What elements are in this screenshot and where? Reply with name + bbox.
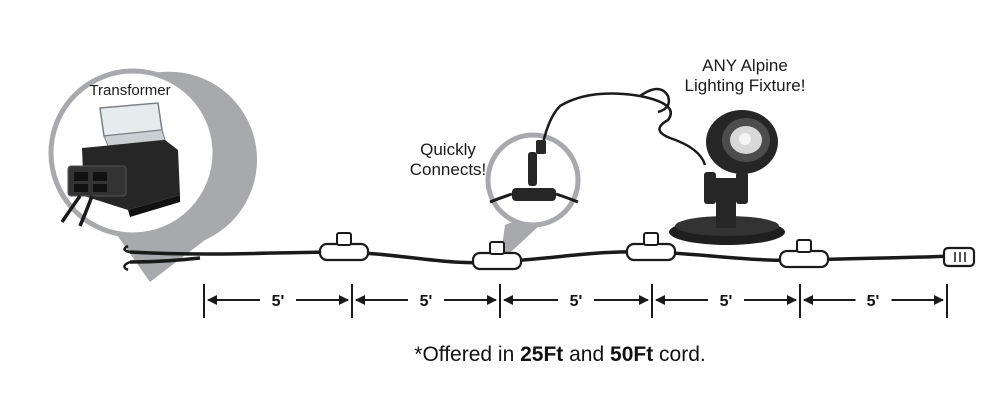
fixture-label-line1: ANY Alpine [702, 56, 788, 75]
arrowhead-left [503, 295, 513, 305]
connector-callout [485, 132, 581, 262]
connector-3 [625, 232, 677, 262]
transformer-icon [60, 102, 180, 227]
quick-connect-line2: Connects! [409, 159, 487, 179]
footnote-length-50: 50Ft [610, 343, 654, 366]
spotlight-icon [669, 110, 785, 245]
arrowhead-left [655, 295, 665, 305]
arrowhead-left [207, 295, 217, 305]
segment-label-5: 5' [867, 293, 880, 310]
segment-label-4: 5' [720, 293, 733, 310]
segment-label-2: 5' [420, 293, 433, 310]
dimension-arrows [207, 295, 944, 305]
arrowhead-right [934, 295, 944, 305]
footnote-length-25: 25Ft [520, 343, 564, 366]
footnote-suffix: cord. [653, 343, 706, 366]
fixture-lead-cord [540, 92, 707, 166]
fixture-label-line2: Lighting Fixture! [684, 75, 806, 95]
connector-2 [471, 241, 523, 271]
dimension-ticks [203, 284, 948, 318]
footnote-prefix: *Offered in [414, 343, 521, 366]
arrowhead-left [803, 295, 813, 305]
segment-label-3: 5' [570, 293, 583, 310]
footnote: *Offered in 25Ft and 50Ft cord. [250, 343, 870, 367]
arrowhead-left [355, 295, 365, 305]
quick-connect-label: Quickly Connects! [388, 140, 508, 179]
segment-label-1: 5' [272, 293, 285, 310]
quick-connect-line1: Quickly [420, 140, 476, 159]
transformer-label: Transformer [70, 82, 190, 99]
arrowhead-right [787, 295, 797, 305]
footnote-middle: and [563, 343, 611, 366]
fixture-label: ANY Alpine Lighting Fixture! [660, 56, 830, 95]
connector-4 [778, 239, 830, 269]
arrowhead-right [339, 295, 349, 305]
arrowhead-right [487, 295, 497, 305]
connector-1 [318, 232, 370, 262]
arrowhead-right [639, 295, 649, 305]
plug-end-icon [942, 246, 976, 268]
transformer-label-text: Transformer [89, 82, 171, 99]
t-connector-icon [489, 152, 579, 204]
